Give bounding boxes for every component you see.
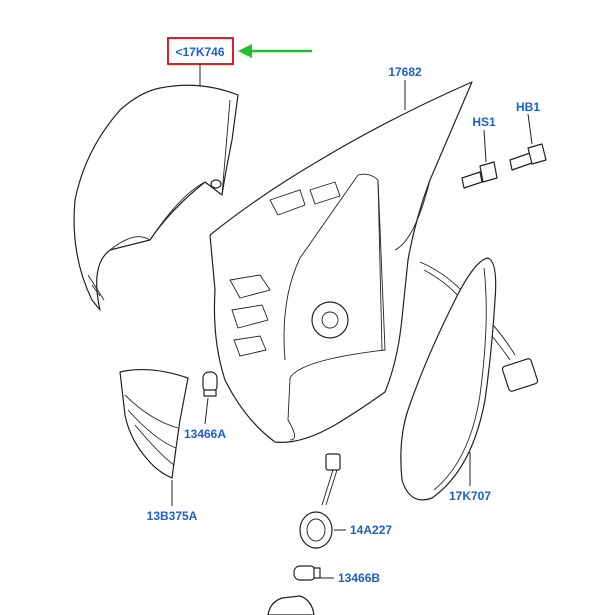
leader-bulb-small: [204, 397, 209, 425]
socket: [299, 453, 341, 549]
mirror-glass: [400, 257, 497, 501]
bulb-bottom: [293, 565, 321, 581]
mirror-cover: [73, 84, 239, 311]
callout-socket[interactable]: 14A227: [350, 523, 392, 537]
leader-hb1: [527, 113, 533, 145]
bulb-small: [202, 371, 218, 397]
screw-hb1: [509, 143, 547, 171]
mirror-housing: [209, 81, 539, 443]
callout-lamp-lens[interactable]: 13B375A: [147, 509, 198, 523]
leader-hs1: [483, 129, 487, 163]
callout-housing[interactable]: 17682: [388, 65, 422, 79]
callout-bulb-bottom[interactable]: 13466B: [338, 571, 380, 585]
lamp-lens: [119, 368, 189, 479]
callout-glass[interactable]: 17K707: [449, 489, 491, 503]
green-arrow-icon: [238, 44, 312, 58]
bottom-partial-part: [267, 595, 315, 615]
callout-cover[interactable]: <17K746: [175, 45, 224, 59]
callout-bulb-small[interactable]: 13466A: [184, 427, 226, 441]
callout-hs1[interactable]: HS1: [472, 115, 496, 129]
screw-hs1: [461, 161, 498, 189]
callout-hb1[interactable]: HB1: [516, 100, 540, 114]
